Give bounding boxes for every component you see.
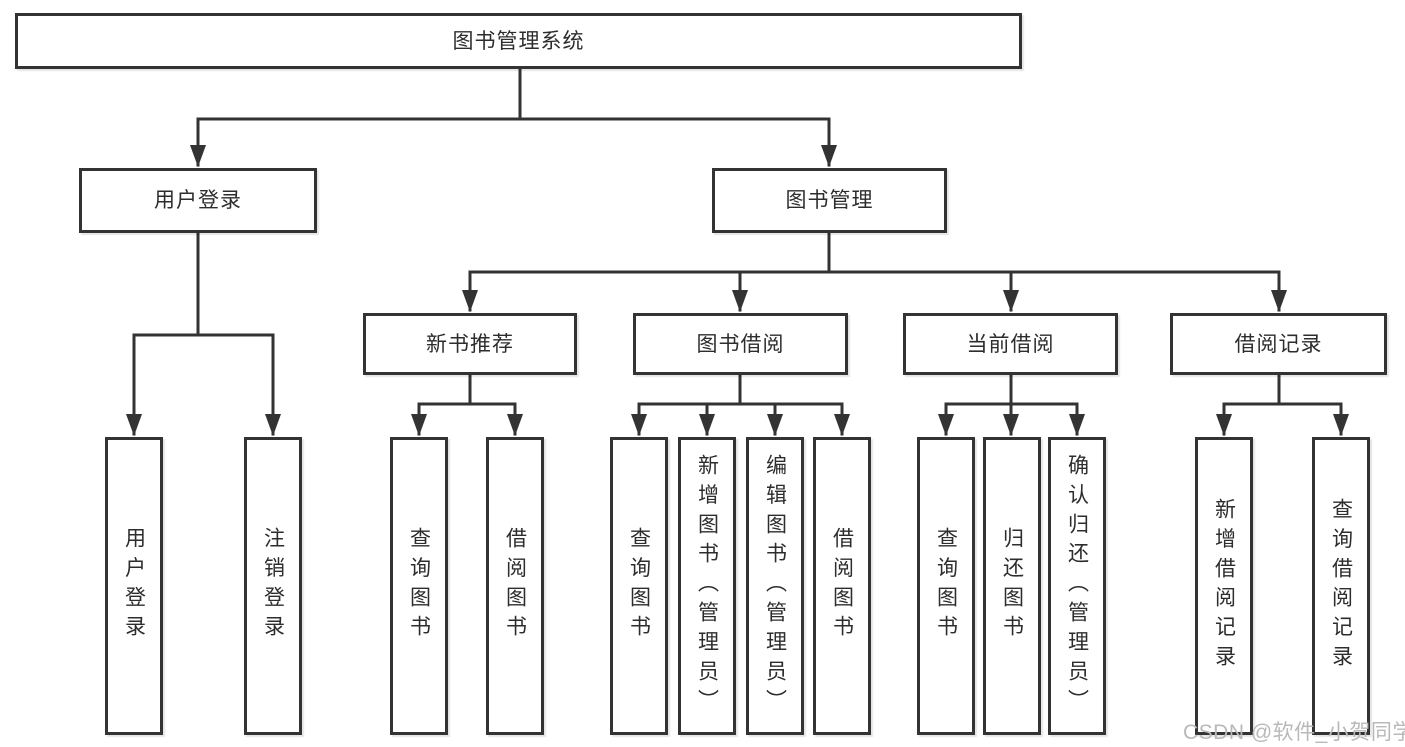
node-label: 查询图书 — [627, 527, 651, 645]
node-book-mgmt: 图书管理 — [712, 168, 947, 233]
node-label: 查询借阅记录 — [1329, 497, 1353, 675]
node-label: 新增借阅记录 — [1212, 497, 1236, 675]
leaf-nbr-query-books: 查询图书 — [390, 437, 448, 735]
leaf-bb-query-books: 查询图书 — [610, 437, 668, 735]
leaf-bb-edit-books: 编辑图书（管理员） — [746, 437, 804, 735]
node-new-book-rec: 新书推荐 — [363, 313, 577, 375]
node-label: 编辑图书（管理员） — [763, 453, 787, 719]
leaf-cb-query-books: 查询图书 — [917, 437, 975, 735]
node-label: 用户登录 — [122, 527, 146, 645]
node-label: 借阅记录 — [1234, 332, 1323, 356]
node-current-borrow: 当前借阅 — [903, 313, 1118, 375]
node-label: 查询图书 — [934, 527, 958, 645]
node-borrow-records: 借阅记录 — [1170, 313, 1387, 375]
node-label: 图书管理系统 — [452, 29, 585, 53]
node-label: 图书借阅 — [696, 332, 785, 356]
leaf-br-query-record: 查询借阅记录 — [1312, 437, 1370, 735]
node-label: 用户登录 — [154, 189, 242, 212]
node-label: 当前借阅 — [966, 332, 1055, 356]
node-user-login: 用户登录 — [79, 168, 317, 233]
leaf-user-login: 用户登录 — [105, 437, 163, 735]
leaf-nbr-borrow-books: 借阅图书 — [486, 437, 544, 735]
leaf-bb-borrow-books: 借阅图书 — [813, 437, 871, 735]
node-label: 归还图书 — [1000, 527, 1024, 645]
node-library-system: 图书管理系统 — [15, 13, 1022, 69]
node-label: 查询图书 — [407, 527, 431, 645]
leaf-br-add-record: 新增借阅记录 — [1195, 437, 1253, 735]
node-label: 注销登录 — [261, 527, 285, 645]
node-book-borrow: 图书借阅 — [633, 313, 848, 375]
node-label: 新书推荐 — [426, 332, 514, 356]
node-label: 新增图书（管理员） — [695, 453, 719, 719]
watermark: CSDN @软件_小贺同学 — [1183, 721, 1405, 744]
node-label: 借阅图书 — [830, 527, 854, 645]
leaf-cb-return-books: 归还图书 — [983, 437, 1041, 735]
node-label: 确认归还（管理员） — [1065, 453, 1089, 719]
node-label: 图书管理 — [785, 189, 874, 212]
leaf-bb-add-books: 新增图书（管理员） — [678, 437, 736, 735]
node-label: 借阅图书 — [503, 527, 527, 645]
leaf-logout: 注销登录 — [244, 437, 302, 735]
leaf-cb-confirm-return: 确认归还（管理员） — [1048, 437, 1106, 735]
